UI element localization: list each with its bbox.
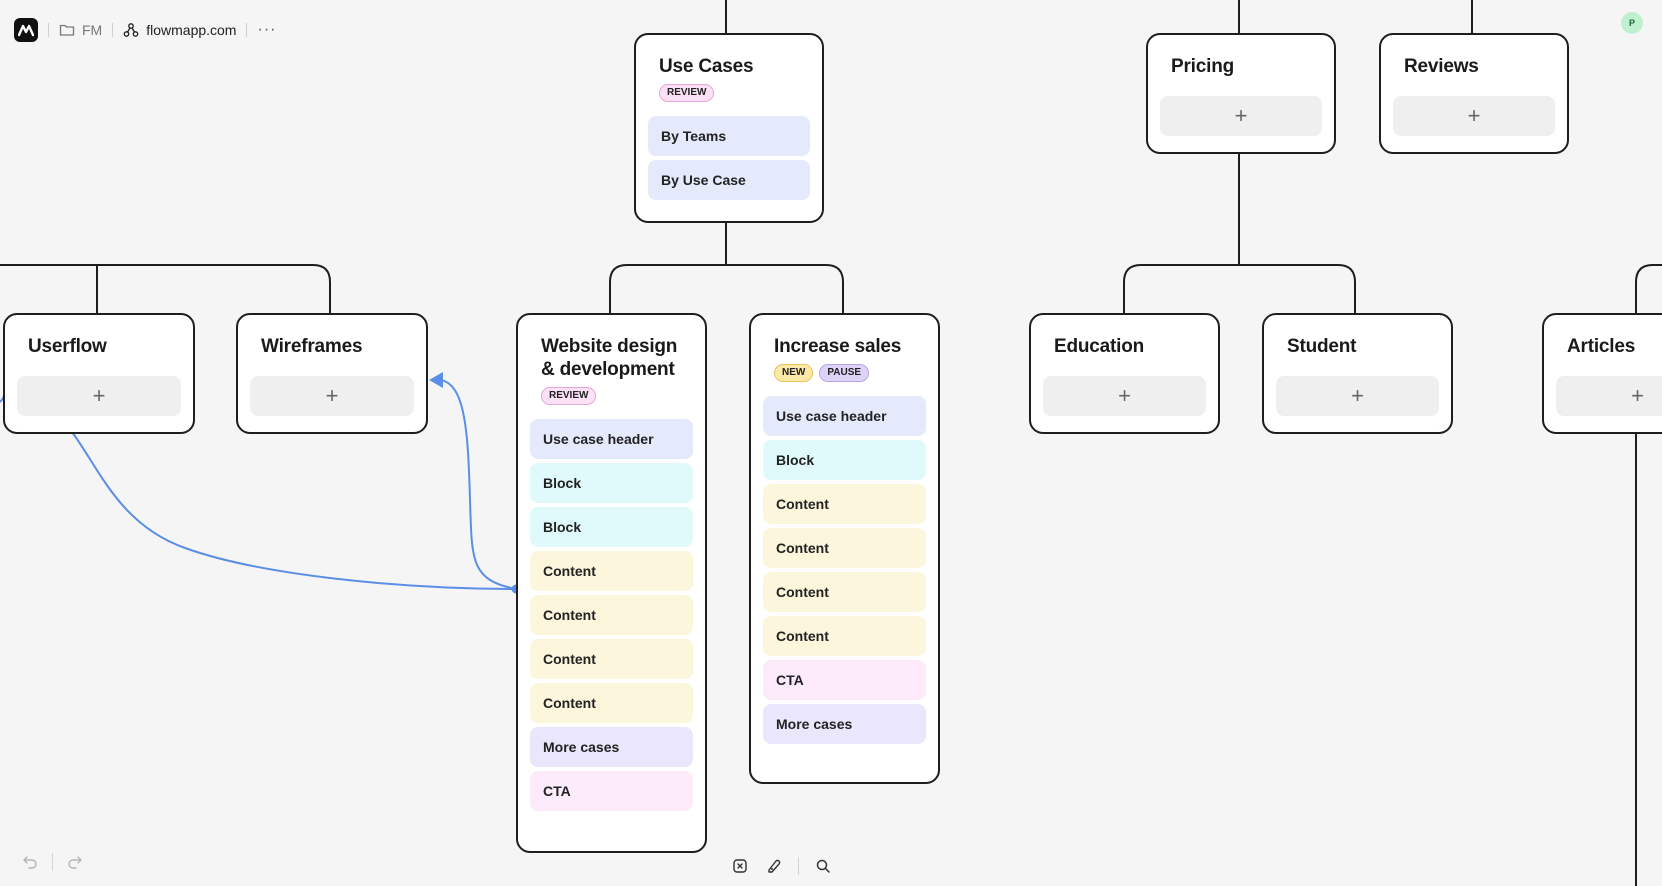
add-block-button[interactable]: + (1043, 376, 1206, 416)
canvas-toolbar (730, 856, 833, 876)
block-content[interactable]: Content (530, 639, 693, 679)
plus-icon: + (92, 383, 106, 408)
flowmapp-logo-icon[interactable] (14, 18, 38, 42)
card-title: Student (1287, 336, 1357, 357)
redo-icon[interactable] (65, 852, 85, 872)
card-title: Pricing (1171, 56, 1235, 77)
card-title: Education (1054, 336, 1145, 357)
palette-icon[interactable] (764, 856, 784, 876)
block-block[interactable]: Block (763, 440, 926, 480)
undo-icon[interactable] (20, 852, 40, 872)
block-use-case-header[interactable]: Use case header (530, 419, 693, 459)
card-title: Userflow (28, 336, 107, 357)
top-bar: FM flowmapp.com ··· (14, 18, 276, 42)
card-use-cases[interactable]: Use Cases REVIEW By Teams By Use Case (634, 33, 824, 223)
avatar[interactable]: P (1621, 12, 1643, 34)
history-controls (20, 852, 85, 872)
card-userflow[interactable]: Userflow + (3, 313, 195, 434)
divider (52, 853, 53, 871)
card-wireframes[interactable]: Wireframes + (236, 313, 428, 434)
block-content[interactable]: Content (763, 572, 926, 612)
card-title-line2: & development (541, 359, 675, 380)
block-more-cases[interactable]: More cases (530, 727, 693, 767)
sitemap-icon (123, 23, 139, 37)
project-breadcrumb[interactable]: flowmapp.com (123, 22, 236, 38)
status-badge-new[interactable]: NEW (774, 364, 814, 382)
card-title: Increase sales (774, 336, 902, 357)
search-icon[interactable] (813, 856, 833, 876)
add-block-button[interactable]: + (1276, 376, 1439, 416)
block-cta[interactable]: CTA (530, 771, 693, 811)
card-website-design[interactable]: Website design & development REVIEW Use … (516, 313, 707, 853)
workspace-label: FM (82, 22, 103, 38)
card-articles[interactable]: Articles + (1542, 313, 1662, 434)
divider (798, 857, 799, 875)
card-student[interactable]: Student + (1262, 313, 1453, 434)
block-block[interactable]: Block (530, 463, 693, 503)
fit-view-icon[interactable] (730, 856, 750, 876)
add-block-button[interactable]: + (17, 376, 181, 416)
add-block-button[interactable]: + (1393, 96, 1555, 136)
workspace-breadcrumb[interactable]: FM (59, 22, 102, 38)
more-options-button[interactable]: ··· (257, 21, 277, 38)
status-badge-review[interactable]: REVIEW (659, 84, 715, 102)
block-content[interactable]: Content (763, 484, 926, 524)
folder-icon (59, 24, 75, 36)
card-increase-sales[interactable]: Increase sales NEW PAUSE Use case header… (749, 313, 940, 784)
add-block-button[interactable]: + (1556, 376, 1662, 416)
project-label: flowmapp.com (146, 22, 237, 38)
status-badge-review[interactable]: REVIEW (541, 387, 597, 405)
card-title: Articles (1567, 336, 1636, 357)
plus-icon: + (1631, 383, 1644, 408)
divider (112, 23, 114, 37)
card-title-line1: Website design (541, 336, 678, 357)
block-content[interactable]: Content (530, 595, 693, 635)
card-title: Use Cases (659, 56, 754, 77)
card-pricing[interactable]: Pricing + (1146, 33, 1336, 154)
block-by-use-case[interactable]: By Use Case (648, 160, 810, 200)
block-content[interactable]: Content (530, 551, 693, 591)
block-use-case-header[interactable]: Use case header (763, 396, 926, 436)
block-by-teams[interactable]: By Teams (648, 116, 810, 156)
add-block-button[interactable]: + (1160, 96, 1322, 136)
plus-icon: + (1118, 383, 1131, 408)
card-title: Wireframes (261, 336, 363, 357)
plus-icon: + (1234, 103, 1248, 128)
block-content[interactable]: Content (763, 528, 926, 568)
status-badge-pause[interactable]: PAUSE (819, 364, 870, 382)
plus-icon: + (1467, 103, 1481, 128)
card-title: Reviews (1404, 56, 1479, 77)
plus-icon: + (325, 383, 339, 408)
add-block-button[interactable]: + (250, 376, 414, 416)
plus-icon: + (1351, 383, 1364, 408)
block-block[interactable]: Block (530, 507, 693, 547)
card-education[interactable]: Education + (1029, 313, 1220, 434)
divider (48, 23, 49, 37)
block-cta[interactable]: CTA (763, 660, 926, 700)
card-reviews[interactable]: Reviews + (1379, 33, 1569, 154)
block-content[interactable]: Content (530, 683, 693, 723)
divider (246, 23, 248, 37)
block-content[interactable]: Content (763, 616, 926, 656)
block-more-cases[interactable]: More cases (763, 704, 926, 744)
